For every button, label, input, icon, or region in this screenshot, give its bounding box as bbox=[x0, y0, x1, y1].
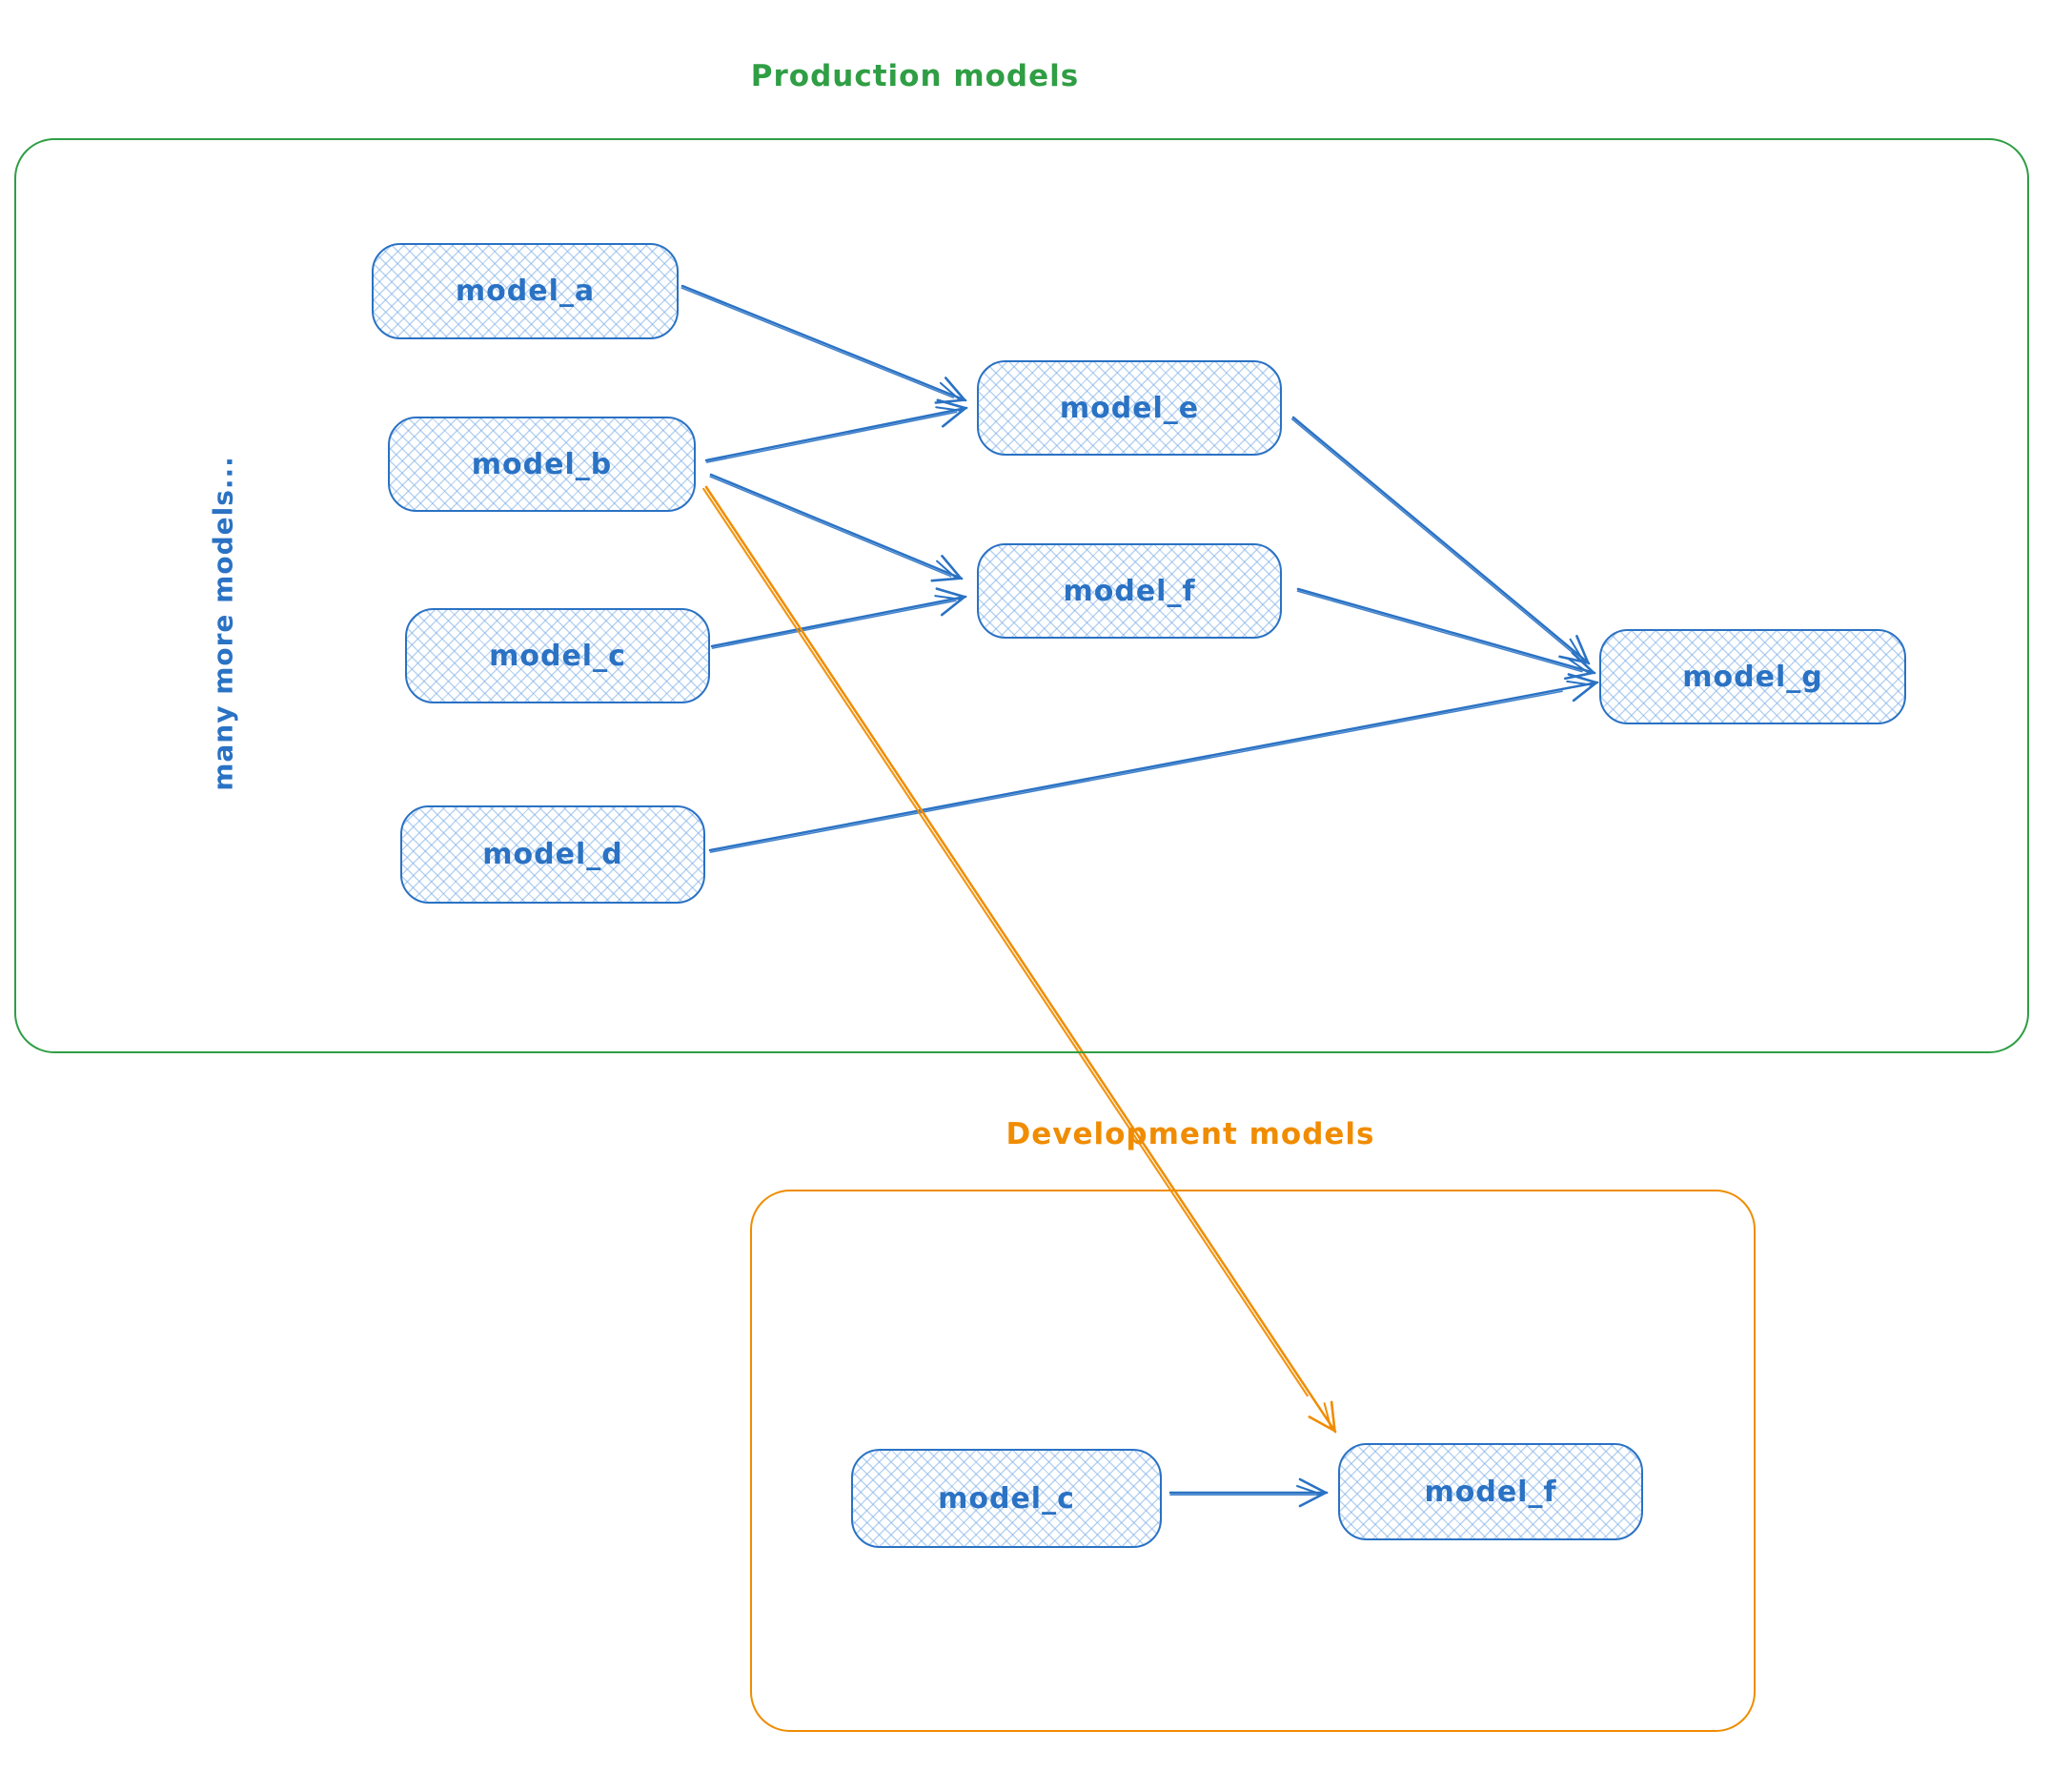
node-dev-model-c: model_c bbox=[851, 1449, 1162, 1548]
node-model-a-label: model_a bbox=[455, 275, 596, 308]
node-dev-model-f: model_f bbox=[1338, 1443, 1643, 1540]
node-model-a: model_a bbox=[372, 243, 679, 339]
node-model-f: model_f bbox=[977, 543, 1282, 639]
development-label: Development models bbox=[1006, 1117, 1375, 1151]
node-model-d-label: model_d bbox=[482, 838, 623, 871]
node-model-f-label: model_f bbox=[1063, 574, 1196, 608]
production-label: Production models bbox=[750, 59, 1080, 93]
node-model-c: model_c bbox=[405, 608, 710, 703]
node-model-b-label: model_b bbox=[471, 447, 613, 481]
node-model-e-label: model_e bbox=[1059, 391, 1200, 425]
node-dev-model-f-label: model_f bbox=[1424, 1475, 1557, 1509]
many-more-models-note: many more models... bbox=[207, 456, 239, 791]
node-model-b: model_b bbox=[388, 417, 696, 512]
node-model-d: model_d bbox=[400, 805, 705, 904]
node-model-g: model_g bbox=[1599, 629, 1906, 724]
production-container bbox=[14, 138, 2029, 1053]
development-container bbox=[750, 1190, 1756, 1732]
node-model-e: model_e bbox=[977, 360, 1282, 456]
node-dev-model-c-label: model_c bbox=[938, 1481, 1075, 1516]
node-model-g-label: model_g bbox=[1682, 660, 1823, 694]
node-model-c-label: model_c bbox=[489, 639, 626, 673]
